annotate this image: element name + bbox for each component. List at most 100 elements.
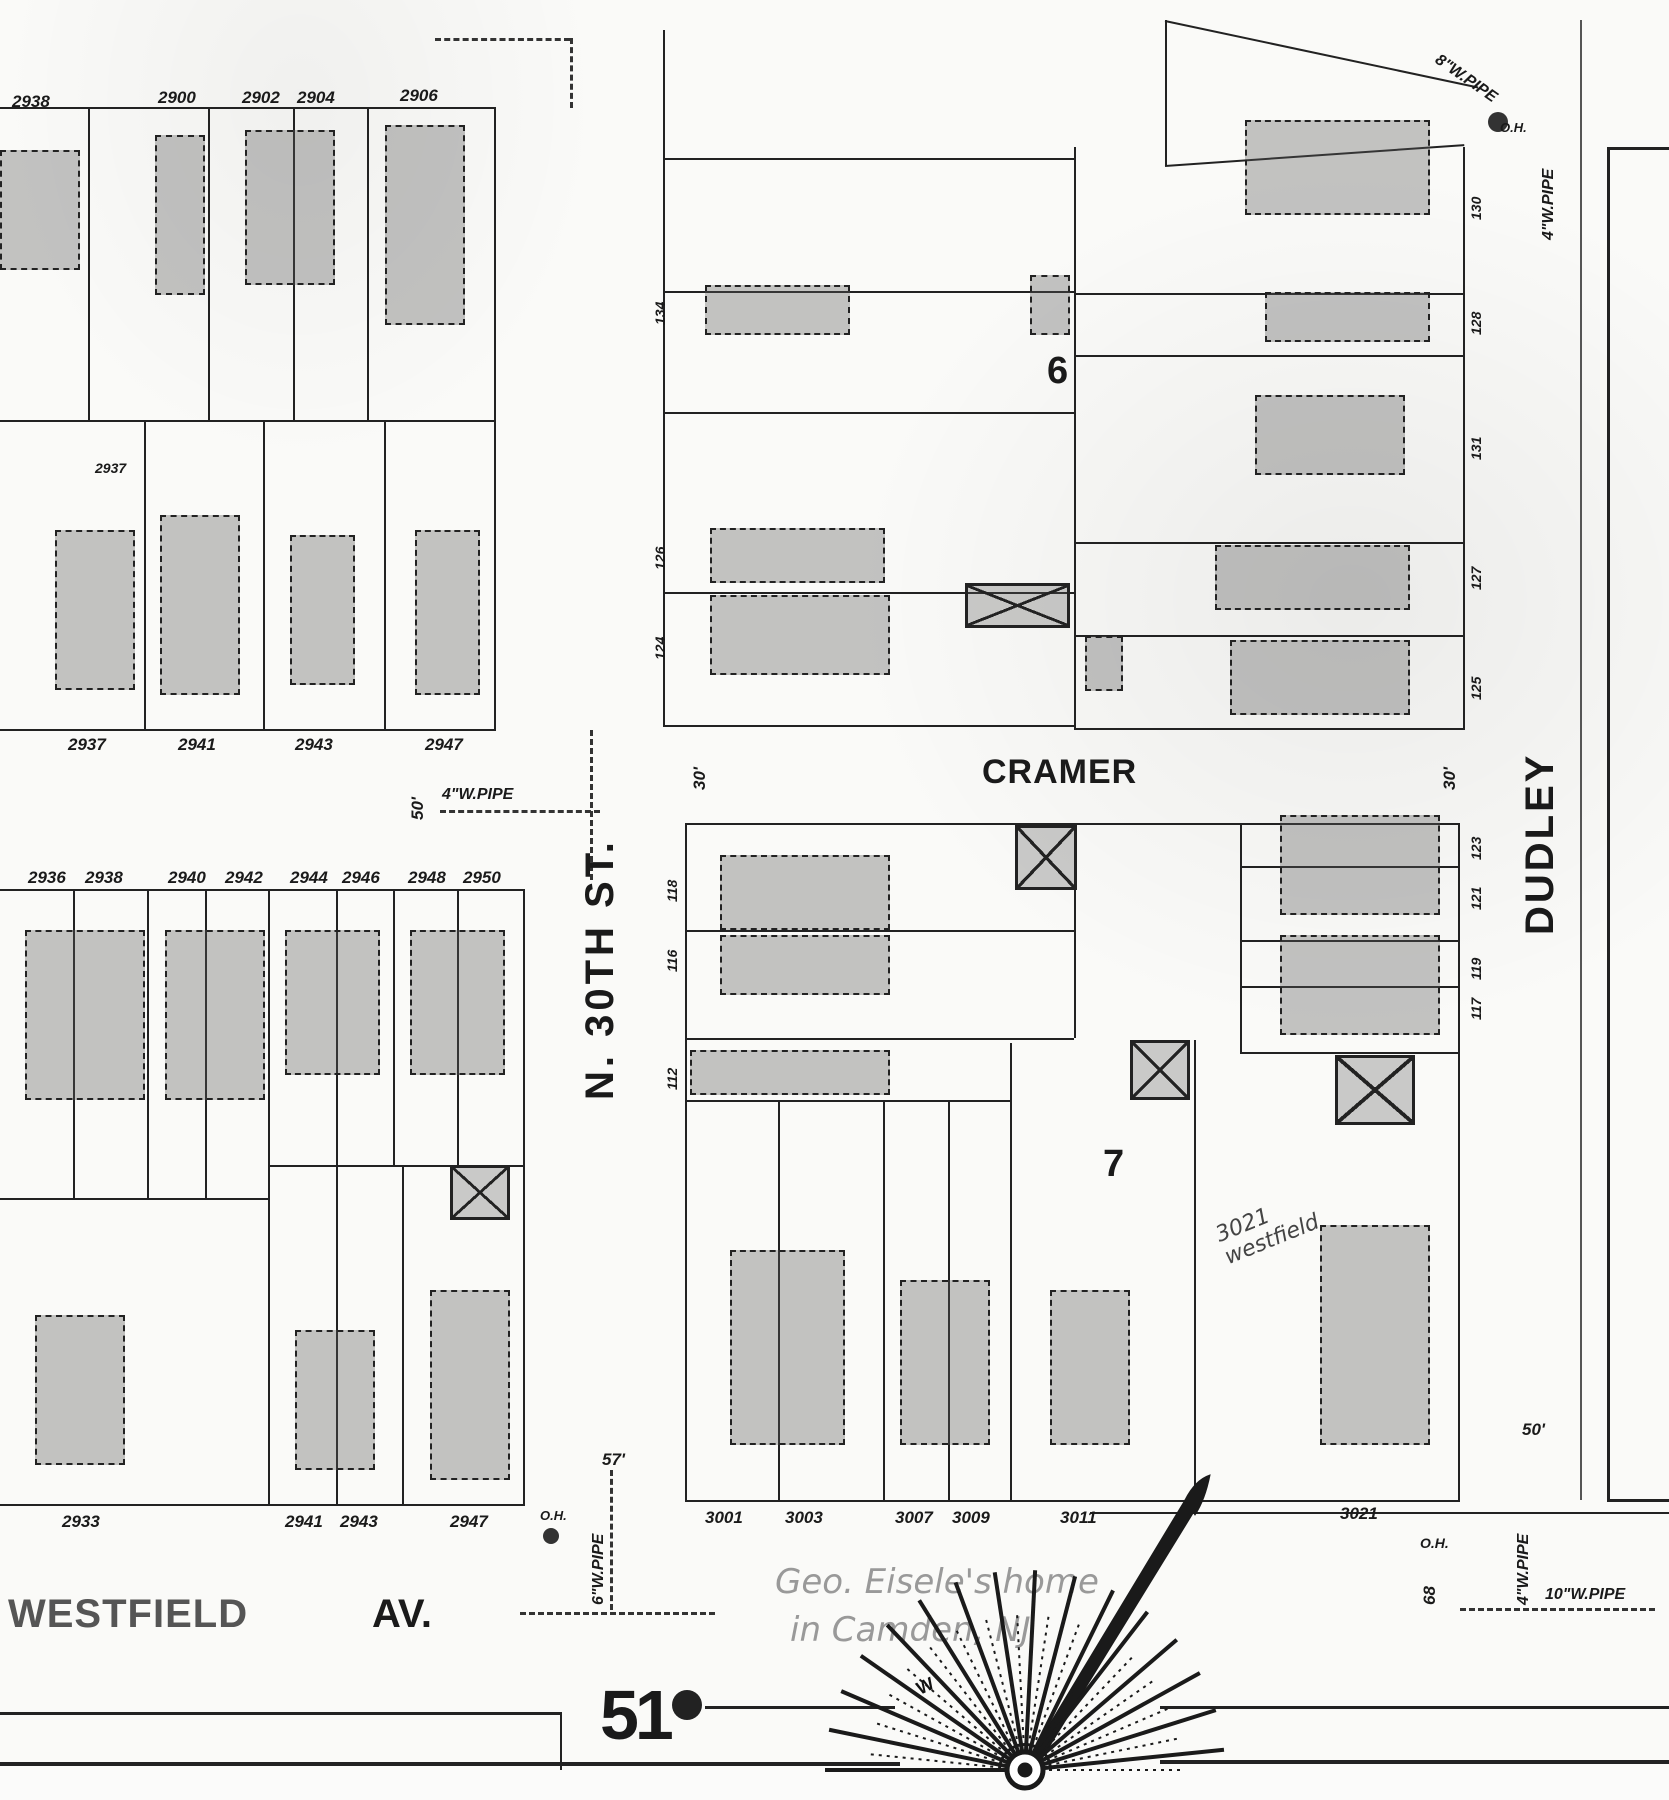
lot-number: 3003 bbox=[785, 1508, 823, 1527]
lot-line bbox=[685, 1038, 1074, 1040]
lot-number: 3007 bbox=[895, 1508, 933, 1527]
dwelling-footprint bbox=[1215, 545, 1410, 610]
lot-number: 3001 bbox=[705, 1508, 743, 1527]
house-number: 116 bbox=[664, 949, 680, 972]
compass-ray bbox=[953, 1581, 1027, 1771]
compass-ray bbox=[1023, 1610, 1150, 1772]
compass-ray bbox=[1015, 1610, 1026, 1771]
house-number: 123 bbox=[1468, 836, 1484, 860]
lot-line bbox=[88, 107, 90, 420]
house-number: 127 bbox=[1468, 566, 1484, 590]
lot-number: 3021 bbox=[1340, 1504, 1378, 1523]
water-pipe-cramer bbox=[440, 810, 600, 813]
street-line bbox=[1160, 1760, 1669, 1764]
house-number: 124 bbox=[652, 636, 668, 660]
lot-line bbox=[1240, 823, 1242, 1053]
lot-number: 2904 bbox=[297, 88, 335, 107]
lot-number: 2947 bbox=[450, 1512, 488, 1531]
lot-line bbox=[1240, 940, 1460, 942]
dwelling-footprint bbox=[35, 1315, 125, 1465]
lot-line bbox=[685, 930, 1074, 932]
lot-number: 2950 bbox=[463, 868, 501, 887]
dwelling-footprint bbox=[710, 528, 885, 583]
compass-ray bbox=[1024, 1747, 1225, 1772]
lot-number: 2941 bbox=[178, 735, 216, 754]
house-number: 131 bbox=[1468, 436, 1484, 460]
dwelling-footprint bbox=[720, 935, 890, 995]
dwelling-footprint bbox=[690, 1050, 890, 1095]
lot-line bbox=[1240, 986, 1460, 988]
dwelling-footprint bbox=[155, 135, 205, 295]
caption-line-1: Geo. Eisele's home bbox=[775, 1562, 1099, 1602]
lot-line bbox=[73, 889, 75, 1198]
sheet-number-dot bbox=[672, 1690, 702, 1720]
compass-ray bbox=[1023, 1570, 1038, 1771]
lot-line bbox=[1010, 1043, 1012, 1502]
dwelling-footprint bbox=[0, 150, 80, 270]
lot-line bbox=[1074, 823, 1076, 1038]
compass-ray bbox=[992, 1572, 1027, 1771]
lot-number: 2943 bbox=[340, 1512, 378, 1531]
compass-ray bbox=[840, 1689, 1026, 1772]
dwelling-footprint bbox=[1280, 935, 1440, 1035]
lot-number: 2947 bbox=[425, 735, 463, 754]
dwelling-footprint bbox=[705, 285, 850, 335]
lot-number: 2938 bbox=[12, 92, 50, 111]
dwelling-footprint bbox=[1085, 636, 1123, 691]
house-number: 126 bbox=[652, 546, 668, 570]
street-line bbox=[705, 1706, 895, 1709]
dimension-label: 68 bbox=[1420, 1586, 1439, 1605]
compass-ray bbox=[859, 1654, 1027, 1772]
house-number: 134 bbox=[652, 301, 668, 325]
lot-line bbox=[948, 1100, 950, 1502]
caption-line-2: in Camden, NJ bbox=[790, 1610, 1031, 1650]
dwelling-footprint bbox=[900, 1280, 990, 1445]
lot-number: 2906 bbox=[400, 86, 438, 105]
lot-number: 2937 bbox=[68, 735, 106, 754]
block-upper-right bbox=[1074, 147, 1465, 730]
street-label-westfield-av: AV. bbox=[372, 1592, 433, 1636]
lot-line bbox=[0, 420, 496, 422]
house-number: 118 bbox=[664, 879, 680, 902]
house-number: 119 bbox=[1468, 957, 1484, 980]
compass-rays bbox=[825, 1570, 1225, 1772]
house-number: 125 bbox=[1468, 676, 1484, 700]
lot-number: 3011 bbox=[1060, 1508, 1097, 1527]
block-number-6: 6 bbox=[1047, 350, 1069, 392]
lot-number: 2902 bbox=[242, 88, 280, 107]
water-pipe-top bbox=[435, 38, 570, 41]
sheet-number: 51 bbox=[600, 1676, 674, 1754]
compass-ray bbox=[926, 1642, 1026, 1771]
shed-footprint bbox=[1130, 1040, 1190, 1100]
house-number: 130 bbox=[1468, 196, 1484, 220]
dwelling-footprint bbox=[710, 595, 890, 675]
compass-rose-icon: W bbox=[825, 1474, 1225, 1791]
compass-ray bbox=[917, 1599, 1027, 1772]
lot-line bbox=[883, 1100, 885, 1502]
pipe-label: 4"W.PIPE bbox=[1540, 168, 1557, 240]
street-line bbox=[1160, 1706, 1669, 1709]
lot-number: 2940 bbox=[168, 868, 206, 887]
dwelling-footprint bbox=[160, 515, 240, 695]
shed-footprint bbox=[1335, 1055, 1415, 1125]
dwelling-footprint bbox=[55, 530, 135, 690]
dimension-label: 57' bbox=[602, 1450, 625, 1469]
hydrant-label: O.H. bbox=[540, 1508, 567, 1523]
dwelling-footprint bbox=[1280, 815, 1440, 915]
compass-ray bbox=[885, 1623, 1027, 1772]
lot-line bbox=[268, 889, 270, 1506]
house-number: 128 bbox=[1468, 311, 1484, 335]
compass-needle bbox=[1024, 1499, 1196, 1771]
dwelling-footprint bbox=[415, 530, 480, 695]
water-pipe-westfield-right bbox=[1460, 1608, 1655, 1611]
lot-line bbox=[367, 107, 369, 420]
dimension-label: 30' bbox=[1440, 767, 1459, 790]
lot-number: 2936 bbox=[28, 868, 66, 887]
water-pipe-westfield bbox=[520, 1612, 715, 1615]
pipe-label: 4"W.PIPE bbox=[1515, 1533, 1532, 1605]
water-pipe-n30th bbox=[590, 730, 593, 880]
block-far-right bbox=[1607, 147, 1669, 1502]
dwelling-footprint bbox=[25, 930, 145, 1100]
shed-footprint bbox=[965, 583, 1070, 628]
compass-ray bbox=[902, 1665, 1026, 1771]
